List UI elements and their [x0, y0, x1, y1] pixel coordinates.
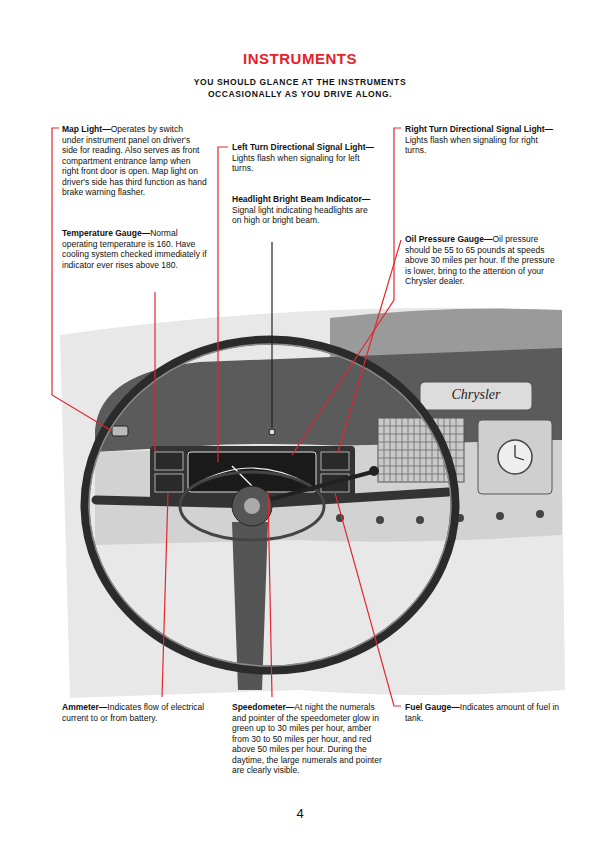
- label-text: Operates by switch under instrument pane…: [62, 124, 207, 197]
- leader-line: [154, 292, 155, 451]
- callout: Left Turn Directional Signal Light—Light…: [232, 142, 382, 174]
- steering-wheel: [85, 340, 455, 690]
- callout: Ammeter—Indicates flow of electrical cur…: [62, 702, 212, 723]
- label-text: 4: [296, 806, 303, 821]
- leader-line: [338, 240, 401, 452]
- leader-line: [335, 493, 401, 706]
- callout: Oil Pressure Gauge—Oil pressure should b…: [405, 234, 560, 287]
- knob: [496, 512, 504, 520]
- knob: [376, 516, 384, 524]
- map-light: [112, 426, 128, 436]
- label-text: At night the numerals and pointer of the…: [232, 702, 382, 775]
- callout-heading: Oil Pressure Gauge—: [405, 234, 492, 244]
- bright-beam-indicator: [269, 429, 275, 435]
- label-text: Signal light indicating headlights are o…: [232, 205, 368, 226]
- speedometer-pointer: [232, 466, 252, 486]
- callout-heading: Headlight Bright Beam Indicator—: [232, 194, 370, 204]
- emblem-plate: [420, 382, 532, 410]
- knob: [536, 510, 544, 518]
- label-text: Lights flash when signaling for left tur…: [232, 153, 360, 174]
- callout: Right Turn Directional Signal Light—Ligh…: [405, 124, 560, 156]
- shift-knob: [369, 466, 379, 476]
- callout-heading: Ammeter—: [62, 702, 107, 712]
- leader-line: [292, 128, 401, 455]
- leader-lines: [52, 128, 401, 706]
- callout: Temperature Gauge—Normal operating tempe…: [62, 228, 207, 270]
- label-text: YOU SHOULD GLANCE AT THE INSTRUMENTS OCC…: [194, 77, 406, 99]
- callout: Headlight Bright Beam Indicator—Signal l…: [232, 194, 377, 226]
- dashboard: [60, 308, 565, 698]
- label-text: Lights flash when signaling for right tu…: [405, 135, 538, 156]
- callout: Map Light—Operates by switch under instr…: [62, 124, 207, 198]
- horn-button: [244, 498, 260, 514]
- callout-heading: Left Turn Directional Signal Light—: [232, 142, 374, 152]
- callout-heading: Temperature Gauge—: [62, 228, 150, 238]
- leader-line: [162, 493, 168, 697]
- callout: Speedometer—At night the numerals and po…: [232, 702, 382, 776]
- oil-pressure-gauge: [321, 452, 349, 470]
- subtitle: YOU SHOULD GLANCE AT THE INSTRUMENTS OCC…: [160, 76, 440, 100]
- temperature-gauge: [155, 452, 183, 470]
- page-number: 4: [280, 806, 320, 821]
- knob: [416, 516, 424, 524]
- wheel-hub: [232, 486, 272, 526]
- clock-hands: [515, 445, 524, 460]
- callout-heading: Fuel Gauge—: [405, 702, 460, 712]
- dash-knobs: [336, 510, 544, 524]
- leader-line: [218, 147, 228, 462]
- clock-panel: [478, 420, 552, 494]
- callout: Fuel Gauge—Indicates amount of fuel in t…: [405, 702, 560, 723]
- leader-line: [268, 492, 272, 697]
- leader-line: [271, 242, 272, 428]
- shift-lever: [268, 472, 372, 500]
- page-title: INSTRUMENTS: [150, 50, 450, 67]
- horn-ring: [180, 472, 324, 540]
- emblem-text: Chrysler: [420, 387, 532, 403]
- callout-heading: Map Light—: [62, 124, 111, 134]
- background-wash: [60, 308, 565, 698]
- clock-face: [498, 440, 532, 474]
- ammeter-gauge: [155, 474, 183, 492]
- callout-heading: Right Turn Directional Signal Light—: [405, 124, 553, 134]
- label-text: Chrysler: [452, 387, 501, 402]
- callout-heading: Speedometer—: [232, 702, 294, 712]
